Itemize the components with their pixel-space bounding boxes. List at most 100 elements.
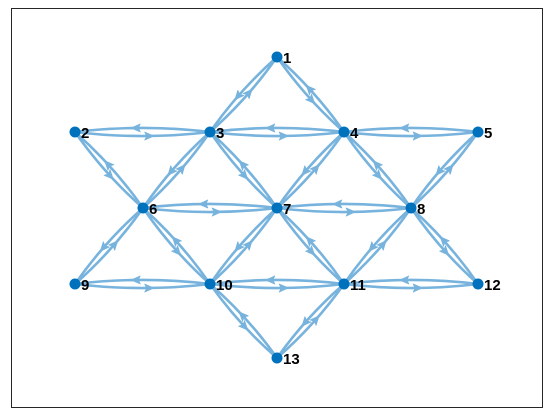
arrowhead-6-to-9 (99, 241, 110, 252)
node-label-13: 13 (283, 351, 300, 368)
arrowhead-11-to-10 (265, 275, 276, 285)
edge-5-to-8 (409, 130, 480, 210)
node-10 (204, 278, 216, 290)
arrowhead-11-to-12 (412, 283, 423, 293)
edge-7-to-10 (208, 206, 279, 286)
edge-7-to-4 (275, 130, 346, 210)
arrowhead-3-to-6 (167, 165, 178, 176)
node-label-1: 1 (283, 50, 291, 67)
node-label-8: 8 (417, 201, 425, 218)
arrowhead-2-to-3 (144, 131, 155, 141)
arrowhead-7-to-6 (198, 199, 209, 209)
edge-9-to-10 (73, 282, 212, 290)
arrowhead-2-to-6 (103, 169, 114, 180)
arrowhead-4-to-5 (412, 131, 423, 141)
arrowhead-8-to-7 (332, 199, 343, 209)
arrowhead-12-to-8 (439, 236, 450, 247)
edge-1-to-4 (275, 55, 346, 134)
edge-13-to-11 (275, 282, 346, 360)
edge-2-to-6 (73, 130, 145, 210)
arrowhead-8-to-4 (372, 160, 383, 171)
edge-10-to-13 (208, 282, 279, 360)
arrowhead-10-to-11 (278, 283, 289, 293)
edge-6-to-2 (73, 130, 145, 210)
edge-3-to-6 (141, 130, 212, 210)
node-11 (338, 278, 350, 290)
edge-10-to-7 (208, 206, 279, 286)
edge-10-to-9 (73, 278, 212, 286)
arrowhead-13-to-10 (238, 311, 249, 322)
node-label-2: 2 (81, 125, 89, 142)
arrowhead-6-to-2 (104, 160, 115, 171)
arrowhead-10-to-6 (171, 236, 182, 247)
arrowhead-7-to-10 (234, 241, 245, 252)
arrowhead-7-to-3 (238, 160, 249, 171)
node-9 (69, 278, 81, 290)
arrowhead-8-to-11 (368, 241, 379, 252)
edge-layer (73, 55, 480, 360)
edge-4-to-5 (342, 130, 480, 138)
edge-10-to-11 (208, 282, 346, 290)
arrowhead-11-to-8 (376, 240, 387, 251)
arrowhead-6-to-3 (175, 164, 186, 175)
arrowhead-5-to-4 (399, 123, 410, 133)
node-label-5: 5 (484, 125, 492, 142)
edge-8-to-12 (409, 206, 480, 286)
arrowhead-12-to-11 (399, 275, 410, 285)
arrowhead-11-to-13 (301, 316, 312, 327)
edge-11-to-13 (275, 282, 346, 360)
node-12 (472, 278, 484, 290)
edge-6-to-3 (141, 130, 212, 210)
node-label-3: 3 (216, 125, 224, 142)
node-6 (137, 202, 149, 214)
edge-11-to-7 (275, 206, 346, 286)
edge-12-to-8 (409, 206, 480, 286)
node-label-6: 6 (149, 201, 157, 218)
edge-7-to-6 (141, 202, 279, 210)
edge-2-to-3 (73, 130, 212, 138)
edge-11-to-8 (342, 206, 413, 286)
edge-10-to-6 (141, 206, 212, 286)
edge-4-to-1 (275, 55, 346, 134)
edge-3-to-4 (208, 130, 346, 138)
edge-4-to-3 (208, 126, 346, 134)
node-label-12: 12 (484, 277, 501, 294)
arrowhead-1-to-3 (234, 89, 245, 101)
edge-8-to-7 (275, 202, 413, 210)
arrowhead-10-to-13 (238, 320, 249, 331)
arrowhead-11-to-7 (305, 236, 316, 247)
edge-6-to-7 (141, 206, 279, 214)
edge-8-to-4 (342, 130, 413, 210)
edge-11-to-10 (208, 278, 346, 286)
node-label-11: 11 (350, 277, 366, 294)
node-label-4: 4 (350, 125, 359, 142)
edge-7-to-11 (275, 206, 346, 286)
arrowhead-4-to-1 (305, 85, 316, 96)
node-label-7: 7 (283, 201, 291, 218)
node-label-10: 10 (216, 277, 233, 294)
node-8 (405, 202, 417, 214)
arrowhead-6-to-7 (211, 207, 222, 217)
edge-3-to-1 (208, 55, 279, 134)
arrowhead-3-to-4 (278, 131, 289, 141)
edge-4-to-8 (342, 130, 413, 210)
node-1 (271, 51, 283, 63)
edge-8-to-5 (409, 130, 480, 210)
arrowhead-10-to-7 (242, 240, 253, 251)
node-label-9: 9 (81, 277, 89, 294)
arrowhead-5-to-8 (435, 165, 446, 176)
edge-1-to-3 (208, 55, 279, 134)
arrowhead-4-to-8 (372, 169, 383, 180)
arrowhead-8-to-12 (439, 245, 450, 256)
edge-7-to-3 (208, 130, 279, 210)
edge-12-to-11 (342, 278, 480, 286)
edge-3-to-2 (73, 126, 212, 134)
node-7 (271, 202, 283, 214)
node-13 (271, 352, 283, 364)
node-3 (204, 126, 216, 138)
arrowhead-4-to-3 (265, 123, 276, 133)
arrowhead-7-to-11 (305, 245, 316, 256)
arrowhead-9-to-6 (108, 240, 119, 251)
